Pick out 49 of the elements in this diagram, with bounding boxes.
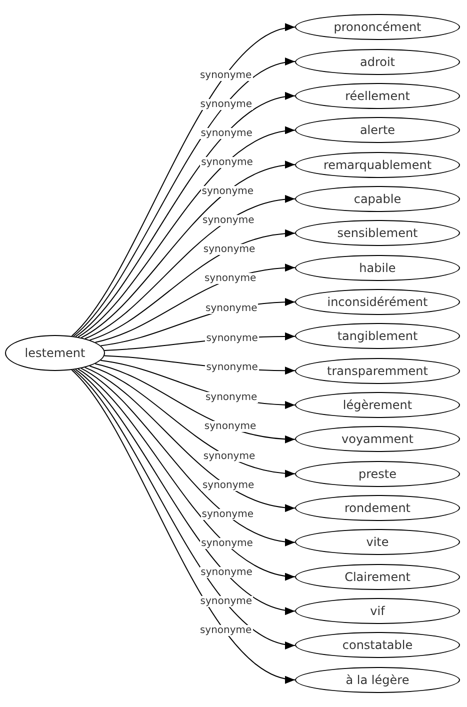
- edge-label: synonyme: [200, 567, 254, 578]
- ellipse-node: sensiblement: [295, 220, 460, 246]
- ellipse-node: vite: [295, 529, 460, 556]
- ellipse-node: légèrement: [295, 392, 460, 418]
- arrow: [78, 128, 296, 338]
- edge-label: synonyme: [199, 98, 254, 110]
- edge-label: synonyme: [204, 302, 258, 314]
- ellipse-node: capable: [295, 186, 460, 212]
- edge-label: synonyme: [201, 480, 256, 491]
- ellipse-node: rondement: [295, 495, 460, 522]
- ellipse-node: voyamment: [295, 426, 460, 452]
- edge-label: synonyme: [199, 596, 253, 608]
- edge-label: synonyme: [202, 450, 256, 462]
- ellipse-node: preste: [295, 460, 460, 487]
- arrow: [89, 230, 296, 341]
- ellipse-node: réellement: [295, 82, 460, 109]
- ellipse-node: adroit: [295, 48, 460, 75]
- arrow: [78, 368, 296, 580]
- edge-label: synonyme: [200, 509, 254, 520]
- edge-label: synonyme: [198, 625, 253, 636]
- ellipse-node: Clairement: [295, 564, 460, 590]
- ellipse-node: alerte: [295, 117, 460, 144]
- edge-label: synonyme: [202, 214, 256, 226]
- ellipse-node: prononcément: [295, 14, 460, 40]
- ellipse-node: à la légère: [295, 666, 460, 693]
- arrow: [89, 365, 296, 477]
- ellipse-node: constatable: [295, 632, 460, 658]
- edge-label: synonyme: [200, 128, 254, 139]
- edge-label: synonyme: [203, 421, 258, 432]
- edge-label: synonyme: [200, 186, 254, 197]
- ellipse-node: remarquablement: [295, 152, 460, 178]
- ellipse-node: vif: [295, 598, 460, 624]
- ellipse-node: habile: [295, 254, 460, 281]
- arrow: [84, 366, 296, 512]
- arrow: [80, 162, 296, 338]
- ellipse-node: inconsidérément: [295, 288, 460, 315]
- ellipse-node: lestement: [5, 335, 105, 371]
- edge-label: synonyme: [205, 362, 259, 374]
- edge-label: synonyme: [203, 273, 258, 284]
- edge-label: synonyme: [198, 70, 253, 81]
- ellipse-node: tangiblement: [295, 323, 460, 350]
- edge-label: synonyme: [204, 392, 258, 403]
- edge-label: synonyme: [202, 244, 256, 256]
- ellipse-node: transparemment: [295, 358, 460, 384]
- arrow: [84, 196, 296, 340]
- edge-label: synonyme: [200, 538, 254, 550]
- edge-label: synonyme: [205, 332, 259, 344]
- edge-label: synonyme: [200, 156, 254, 168]
- arrow: [80, 368, 296, 546]
